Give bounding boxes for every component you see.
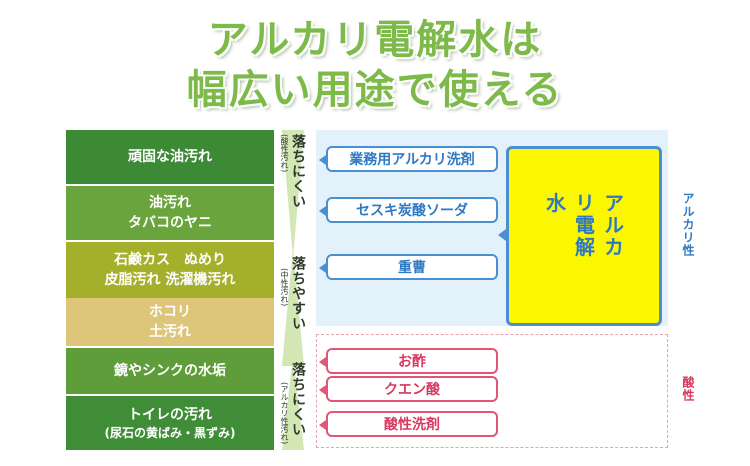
stain-row-toilet: トイレの汚れ (尿石の黄ばみ・黒ずみ) <box>66 396 274 450</box>
stain-row-soap-scum: 石鹸カス ぬめり 皮脂汚れ 洗濯機汚れ <box>66 242 274 298</box>
cleaner-acidic-vinegar: お酢 <box>319 348 498 374</box>
difficulty-label-hard-2: 落ちにくい <box>290 362 306 437</box>
difficulty-label-easy: 落ちやすい <box>290 256 306 331</box>
cleaner-label: 重曹 <box>398 260 426 276</box>
difficulty-sub-alkaline: (アルカリ性汚れ) <box>280 382 289 445</box>
arrow-left-icon <box>319 420 326 430</box>
stain-label: トイレの汚れ <box>128 407 212 423</box>
cleaner-alkaline-baking-soda: 重曹 <box>319 254 498 280</box>
difficulty-sub-neutral: (中性汚れ) <box>280 268 289 307</box>
stain-row-limescale: 鏡やシンクの水垢 <box>66 348 274 394</box>
cleaner-label: 業務用アルカリ洗剤 <box>349 152 475 168</box>
cleaner-label: セスキ炭酸ソーダ <box>356 203 468 219</box>
stain-label: タバコのヤニ <box>128 215 212 231</box>
stain-row-dust-dirt: ホコリ 土汚れ <box>66 298 274 346</box>
arrow-left-icon <box>319 155 326 165</box>
cleaner-label: お酢 <box>398 354 426 370</box>
difficulty-arrows <box>282 130 304 450</box>
alkaline-electrolyzed-water-box: アルカリ電解水 <box>498 146 662 326</box>
cleaner-label: クエン酸 <box>384 382 440 398</box>
arrow-left-icon <box>319 206 326 216</box>
stain-label: 土汚れ <box>149 324 191 340</box>
stain-row-oil-nicotine: 油汚れ タバコのヤニ <box>66 186 274 240</box>
cleaner-alkaline-commercial: 業務用アルカリ洗剤 <box>319 146 498 172</box>
stain-label: 皮脂汚れ 洗濯機汚れ <box>104 272 236 288</box>
stain-label: 頑固な油汚れ <box>128 149 212 165</box>
arrow-left-icon <box>319 263 326 273</box>
stain-label: 石鹸カス ぬめり <box>114 252 226 268</box>
difficulty-label-hard: 落ちにくい <box>290 134 306 209</box>
arrow-left-icon <box>498 229 506 241</box>
stain-label: ホコリ <box>149 304 191 320</box>
cleaner-label: 酸性洗剤 <box>384 417 440 433</box>
side-label-alkaline: アルカリ性 <box>681 192 695 257</box>
stain-row-oil-stubborn: 頑固な油汚れ <box>66 130 274 184</box>
difficulty-sub-acidic: (酸性汚れ) <box>280 134 289 173</box>
cleaner-acidic-detergent: 酸性洗剤 <box>319 411 498 437</box>
title-line-1: アルカリ電解水は <box>207 17 543 63</box>
stain-label-note: (尿石の黄ばみ・黒ずみ) <box>104 426 236 440</box>
acidic-zone <box>316 334 668 448</box>
title-line-2: 幅広い用途で使える <box>186 67 564 113</box>
cleaner-alkaline-sesqui: セスキ炭酸ソーダ <box>319 197 498 223</box>
side-label-acidic: 酸性 <box>681 376 695 402</box>
stain-label: 油汚れ <box>149 195 191 211</box>
arrow-left-icon <box>319 357 326 367</box>
highlight-label: アルカリ電解水 <box>542 192 625 259</box>
cleaner-acidic-citric: クエン酸 <box>319 376 498 402</box>
arrow-left-icon <box>319 385 326 395</box>
stain-label: 鏡やシンクの水垢 <box>114 363 226 379</box>
